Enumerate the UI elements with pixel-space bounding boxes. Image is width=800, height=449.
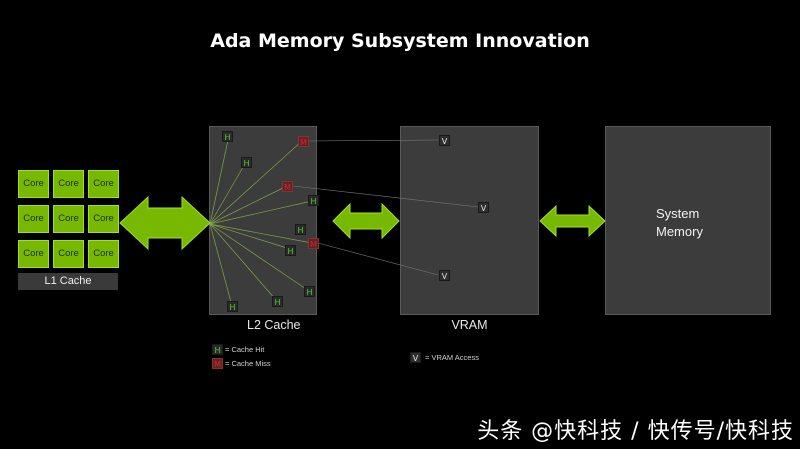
cache-miss-marker: M	[282, 181, 293, 192]
core-cell: Core	[18, 170, 49, 198]
vram-access-marker: V	[439, 270, 450, 281]
legend-miss-symbol: M	[212, 358, 223, 369]
core-cell: Core	[88, 240, 119, 268]
request-line	[209, 223, 310, 292]
vram-block	[400, 126, 539, 315]
cache-hit-marker: H	[227, 301, 238, 312]
system-memory-label-line1: System	[656, 206, 700, 221]
miss-line	[307, 139, 439, 142]
request-line	[209, 200, 313, 225]
cache-miss-marker: M	[308, 238, 319, 249]
request-lines	[209, 139, 313, 307]
system-memory-label-line2: Memory	[656, 224, 703, 239]
core-cell: Core	[18, 205, 49, 233]
request-line	[209, 161, 247, 225]
legend-vram-symbol: V	[410, 352, 421, 363]
vram-label: VRAM	[451, 318, 488, 332]
vram-sysmem-double-arrow	[539, 204, 606, 238]
system-memory-block	[605, 126, 771, 315]
core-cell: Core	[18, 240, 49, 268]
request-line	[209, 223, 291, 250]
core-cell: Core	[53, 240, 84, 268]
core-cell: Core	[53, 170, 84, 198]
watermark: 头条 @快科技 / 快传号/快科技	[477, 419, 794, 444]
core-cell: Core	[88, 170, 119, 198]
l2-cache-label: L2 Cache	[247, 318, 301, 332]
cache-hit-marker: H	[222, 131, 233, 142]
vram-access-marker: V	[478, 202, 489, 213]
core-cell: Core	[53, 205, 84, 233]
miss-line	[292, 185, 479, 208]
l1-l2-double-arrow	[119, 195, 211, 251]
request-line	[209, 140, 303, 225]
request-line	[209, 223, 313, 244]
miss-lines	[292, 139, 479, 276]
system-memory-label: System Memory	[656, 205, 703, 241]
vram-access-marker: V	[439, 135, 450, 146]
diagram-title: Ada Memory Subsystem Innovation	[210, 30, 590, 52]
miss-line	[317, 242, 439, 276]
cache-hit-marker: H	[295, 224, 306, 235]
l1-cache-label: L1 Cache	[18, 273, 118, 290]
cache-hit-marker: H	[285, 245, 296, 256]
legend-miss-text: = Cache Miss	[225, 359, 271, 368]
request-line	[209, 185, 288, 225]
l2-vram-double-arrow	[332, 202, 400, 240]
request-line	[209, 223, 277, 301]
cache-hit-marker: H	[304, 286, 315, 297]
legend-vram-text: = VRAM Access	[425, 353, 479, 362]
cache-hit-marker: H	[241, 157, 252, 168]
cache-hit-marker: H	[308, 195, 319, 206]
cache-hit-marker: H	[272, 296, 283, 307]
core-cell: Core	[88, 205, 119, 233]
legend-hit-symbol: H	[212, 344, 223, 355]
request-line	[209, 139, 229, 225]
legend-hit-text: = Cache Hit	[225, 345, 265, 354]
request-line	[209, 223, 233, 307]
cache-miss-marker: M	[298, 136, 309, 147]
